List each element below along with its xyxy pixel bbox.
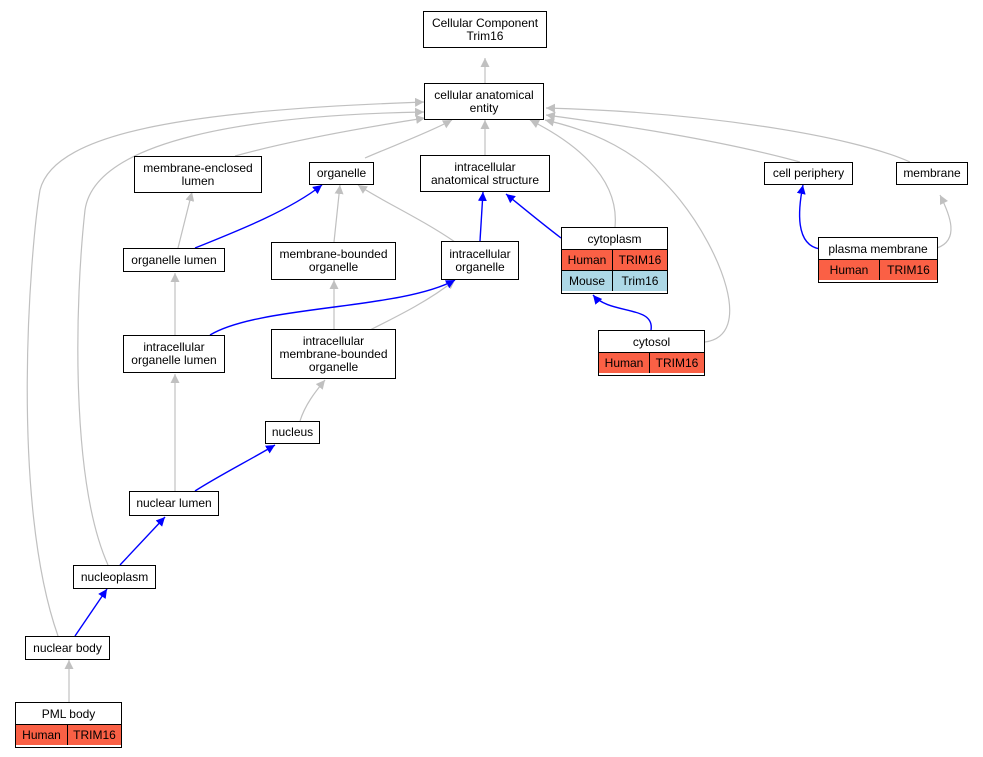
edge-cytosol-to-cae: [544, 117, 731, 343]
species-cell: Human: [819, 260, 879, 280]
gene-cell[interactable]: Trim16: [612, 271, 667, 291]
species-cell: Mouse: [562, 271, 612, 291]
edge-organellelumen-partof-organelle: [194, 184, 323, 249]
node-label-line2: organelle: [455, 259, 505, 274]
edge-io-partof-ias: [477, 191, 487, 242]
node-label-line2: anatomical structure: [430, 172, 540, 187]
node-label-line1: nucleoplasm: [80, 569, 149, 584]
node-label-line2: organelle lumen: [131, 353, 217, 367]
term-title: cytosol: [599, 331, 704, 353]
annotation-row-human: Human TRIM16: [16, 725, 121, 745]
gene-cell[interactable]: TRIM16: [67, 725, 121, 745]
edge-mbo-to-organelle: [333, 184, 344, 243]
edge-iol-partof-io: [209, 279, 456, 336]
node-label-line1: cell periphery: [772, 166, 845, 180]
edge-membrane-to-cae: [545, 103, 911, 163]
node-membrane[interactable]: membrane: [896, 162, 968, 185]
edge-plasmamembrane-partof-cellperiphery: [796, 184, 821, 250]
edge-mel-to-cae: [234, 114, 426, 157]
node-label-line1: nuclear body: [33, 640, 102, 655]
species-cell: Human: [16, 725, 67, 745]
edge-cytoplasm-partof-ias: [505, 193, 562, 239]
node-organelle[interactable]: organelle: [309, 162, 374, 185]
term-title: plasma membrane: [819, 238, 937, 260]
node-label-line1: membrane: [903, 166, 961, 180]
node-organelle-lumen[interactable]: organelle lumen: [123, 248, 225, 272]
node-label-line1: intracellular: [454, 159, 516, 174]
species-cell: Human: [562, 250, 612, 270]
edge-nuclearbody-partof-nucleoplasm: [74, 588, 108, 637]
node-nucleoplasm[interactable]: nucleoplasm: [73, 565, 156, 589]
edge-nuclearlumen-partof-nucleus: [194, 444, 276, 492]
node-label-line1: nucleus: [271, 425, 314, 439]
gene-cell[interactable]: TRIM16: [612, 250, 667, 270]
node-label-line1: Cellular Component: [431, 15, 539, 30]
edge-nucleus-to-imbo: [299, 379, 326, 422]
node-nuclear-lumen[interactable]: nuclear lumen: [129, 491, 219, 516]
edge-organellelumen-to-mel: [177, 191, 195, 249]
node-intracellular-anatomical-structure[interactable]: intracellular anatomical structure: [420, 155, 550, 192]
node-intracellular-organelle[interactable]: intracellular organelle: [441, 241, 519, 280]
node-label-line1: intracellular: [302, 333, 365, 348]
node-label-line1: nuclear lumen: [136, 496, 212, 510]
annotation-row-human: Human TRIM16: [562, 250, 667, 271]
annotation-row-human: Human TRIM16: [599, 353, 704, 373]
node-membrane-enclosed-lumen[interactable]: membrane-enclosed lumen: [134, 156, 262, 193]
edge-imbo-to-io: [369, 279, 456, 331]
node-label-line1: membrane-enclosed: [143, 160, 253, 175]
node-label-line2: lumen: [181, 173, 215, 188]
edge-cytoplasm-to-cae: [529, 119, 616, 228]
node-cell-periphery[interactable]: cell periphery: [764, 162, 853, 185]
edge-nucleoplasm-to-cae: [77, 107, 425, 566]
node-label-line1: membrane-bounded: [279, 247, 388, 261]
node-cellular-component-trim16[interactable]: Cellular Component Trim16: [423, 11, 547, 48]
edge-nuclearbody-to-cae: [26, 97, 425, 637]
node-label-line2: Trim16: [466, 28, 504, 43]
node-cytoplasm[interactable]: cytoplasm Human TRIM16 Mouse Trim16: [561, 227, 668, 294]
node-membrane-bounded-organelle[interactable]: membrane-bounded organelle: [271, 242, 396, 280]
edge-nucleoplasm-partof-nuclearlumen: [119, 516, 166, 566]
node-intracellular-organelle-lumen[interactable]: intracellular organelle lumen: [123, 335, 225, 373]
gene-cell[interactable]: TRIM16: [649, 353, 704, 373]
edge-io-to-organelle: [357, 184, 456, 243]
node-nucleus[interactable]: nucleus: [265, 421, 320, 444]
gene-cell[interactable]: TRIM16: [879, 260, 937, 280]
node-label-line1: intracellular: [143, 340, 205, 354]
node-label-line1: cellular anatomical: [434, 87, 534, 102]
node-cellular-anatomical-entity[interactable]: cellular anatomical entity: [424, 83, 544, 120]
node-label-line1: intracellular: [449, 246, 511, 261]
node-label-line2: membrane-bounded: [279, 346, 388, 361]
edge-plasmamembrane-to-membrane: [936, 194, 952, 249]
edge-cytosol-partof-cytoplasm: [592, 294, 652, 331]
annotation-row-human: Human TRIM16: [819, 260, 937, 280]
node-intracellular-membrane-bounded-organelle[interactable]: intracellular membrane-bounded organelle: [271, 329, 396, 379]
node-plasma-membrane[interactable]: plasma membrane Human TRIM16: [818, 237, 938, 283]
annotation-row-mouse: Mouse Trim16: [562, 271, 667, 291]
node-cytosol[interactable]: cytosol Human TRIM16: [598, 330, 705, 376]
node-nuclear-body[interactable]: nuclear body: [25, 636, 110, 660]
node-label-line1: organelle: [316, 166, 367, 180]
node-label-line3: organelle: [308, 359, 359, 374]
term-title: cytoplasm: [562, 228, 667, 250]
node-pml-body[interactable]: PML body Human TRIM16: [15, 702, 122, 748]
term-title: PML body: [16, 703, 121, 725]
node-label-line1: organelle lumen: [131, 252, 217, 267]
edge-cellperiphery-to-cae: [545, 111, 801, 163]
node-label-line2: organelle: [308, 260, 359, 274]
node-label-line2: entity: [469, 100, 499, 115]
species-cell: Human: [599, 353, 649, 373]
edge-organelle-to-cae: [364, 119, 453, 159]
